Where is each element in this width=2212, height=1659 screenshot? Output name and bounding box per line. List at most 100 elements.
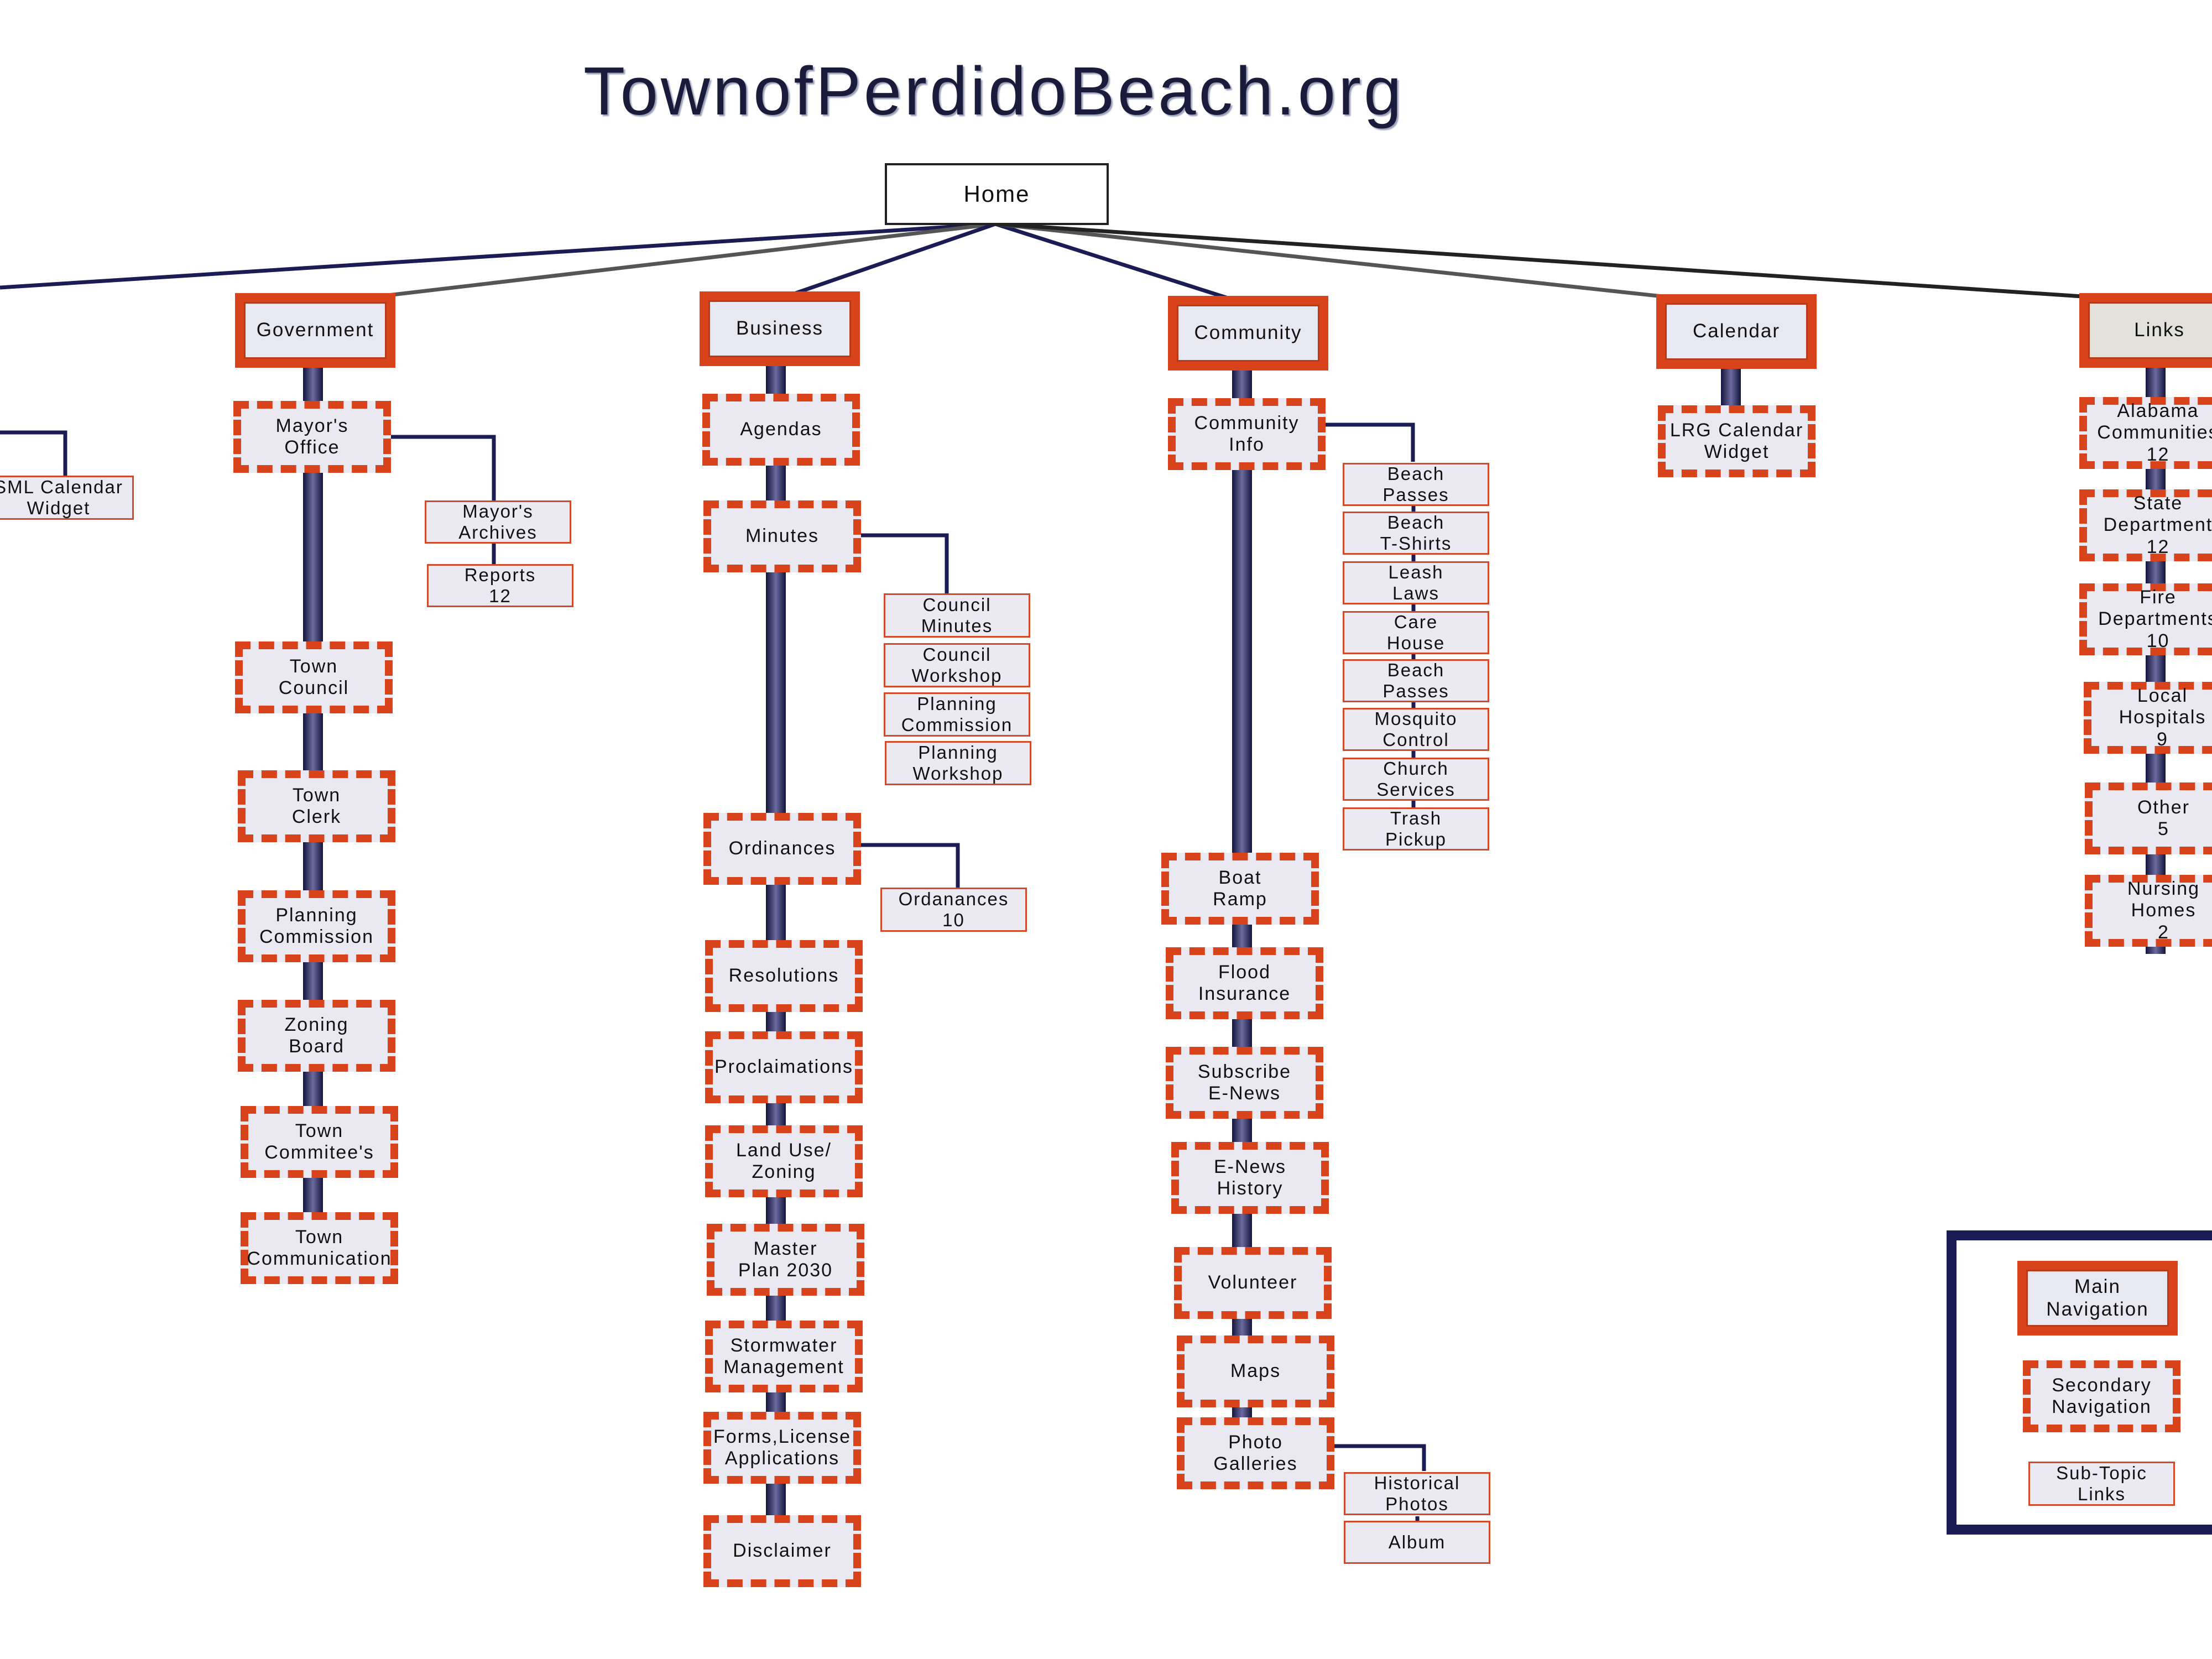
sec-enews-history[interactable]: E-News History bbox=[1171, 1142, 1329, 1214]
sec-proclaimations[interactable]: Proclaimations bbox=[705, 1031, 863, 1103]
main-nav-links[interactable]: Links bbox=[2079, 293, 2212, 368]
sub-council-minutes[interactable]: Council Minutes bbox=[884, 593, 1030, 638]
sec-boat-ramp[interactable]: Boat Ramp bbox=[1161, 853, 1319, 925]
sec-zoning-board[interactable]: Zoning Board bbox=[238, 1000, 395, 1072]
sec-lrg-calendar-widget[interactable]: LRG Calendar Widget bbox=[1658, 405, 1815, 477]
sec-mayors-office-label: Mayor's Office bbox=[275, 415, 349, 458]
sub-ordanances[interactable]: Ordanances 10 bbox=[880, 888, 1027, 932]
sec-forms-license-label: Forms,License Applications bbox=[713, 1426, 851, 1469]
sec-planning-commission[interactable]: Planning Commission bbox=[238, 890, 395, 962]
sec-other-label: Other 5 bbox=[2137, 796, 2190, 839]
sec-ordinances[interactable]: Ordinances bbox=[703, 813, 861, 885]
sec-disclaimer-label: Disclaimer bbox=[733, 1540, 832, 1562]
sub-trash-pickup-label: Trash Pickup bbox=[1385, 808, 1447, 849]
sec-fire-departments[interactable]: Fire Departments 10 bbox=[2079, 583, 2212, 655]
sub-beach-tshirts[interactable]: Beach T-Shirts bbox=[1343, 512, 1489, 555]
sub-mayors-archives[interactable]: Mayor's Archives bbox=[425, 500, 571, 544]
sec-subscribe-enews-label: Subscribe E-News bbox=[1197, 1061, 1292, 1104]
sec-resolutions[interactable]: Resolutions bbox=[705, 940, 863, 1012]
main-nav-government[interactable]: Government bbox=[235, 293, 395, 368]
sub-care-house-label: Care House bbox=[1386, 612, 1446, 653]
sec-town-council-label: Town Council bbox=[278, 655, 349, 698]
sub-council-minutes-label: Council Minutes bbox=[921, 594, 993, 636]
sec-lrg-calendar-widget-label: LRG Calendar Widget bbox=[1670, 419, 1804, 462]
sec-disclaimer[interactable]: Disclaimer bbox=[703, 1515, 861, 1587]
sub-planning-workshop[interactable]: Planning Workshop bbox=[885, 741, 1031, 785]
sec-minutes-label: Minutes bbox=[745, 525, 820, 547]
main-nav-community[interactable]: Community bbox=[1168, 296, 1328, 371]
sub-mayors-archives-label: Mayor's Archives bbox=[458, 501, 538, 542]
sec-fire-departments-label: Fire Departments 10 bbox=[2098, 587, 2212, 651]
sec-town-committees[interactable]: Town Commitee's bbox=[241, 1106, 398, 1178]
sec-stormwater-label: Stormwater Management bbox=[723, 1334, 844, 1378]
sec-town-council[interactable]: Town Council bbox=[235, 641, 393, 713]
legend-sub-topic-links: Sub-Topic Links bbox=[2028, 1462, 2175, 1506]
sec-alabama-communities-label: Alabama Communities 12 bbox=[2097, 400, 2212, 465]
main-nav-government-label: Government bbox=[256, 319, 374, 341]
sub-care-house[interactable]: Care House bbox=[1343, 611, 1489, 654]
legend-sub-topic-links-label: Sub-Topic Links bbox=[2056, 1463, 2147, 1504]
sub-album[interactable]: Album bbox=[1344, 1521, 1490, 1564]
sec-town-communication[interactable]: Town Communication bbox=[241, 1212, 398, 1284]
sub-reports-label: Reports 12 bbox=[464, 565, 536, 606]
sec-mayors-office[interactable]: Mayor's Office bbox=[233, 401, 391, 473]
sec-town-clerk[interactable]: Town Clerk bbox=[238, 770, 395, 842]
legend-main-navigation-label: Main Navigation bbox=[2046, 1276, 2149, 1320]
sec-land-use-zoning-label: Land Use/ Zoning bbox=[736, 1139, 832, 1182]
sec-maps[interactable]: Maps bbox=[1177, 1335, 1334, 1407]
sec-town-committees-label: Town Commitee's bbox=[264, 1120, 374, 1163]
sub-reports[interactable]: Reports 12 bbox=[427, 564, 573, 607]
sec-local-hospitals[interactable]: Local Hospitals 9 bbox=[2084, 682, 2212, 754]
sub-leash-laws-label: Leash Laws bbox=[1388, 562, 1444, 603]
sub-sml-calendar-widget[interactable]: SML Calendar Widget bbox=[0, 476, 134, 520]
sec-land-use-zoning[interactable]: Land Use/ Zoning bbox=[705, 1125, 863, 1197]
sec-flood-insurance[interactable]: Flood Insurance bbox=[1166, 947, 1323, 1019]
legend-secondary-navigation-label: Secondary Navigation bbox=[2052, 1374, 2152, 1417]
sec-state-department-label: State Department 12 bbox=[2103, 493, 2212, 557]
sub-beach-passes-1-label: Beach Passes bbox=[1383, 463, 1449, 505]
sub-church-services-label: Church Services bbox=[1376, 758, 1455, 800]
sec-volunteer[interactable]: Volunteer bbox=[1174, 1247, 1332, 1319]
sec-nursing-homes[interactable]: Nursing Homes 2 bbox=[2085, 875, 2212, 947]
main-nav-calendar-label: Calendar bbox=[1692, 320, 1781, 342]
sec-local-hospitals-label: Local Hospitals 9 bbox=[2119, 685, 2206, 750]
sec-town-communication-label: Town Communication bbox=[247, 1226, 392, 1269]
main-nav-calendar[interactable]: Calendar bbox=[1656, 294, 1817, 369]
sec-state-department[interactable]: State Department 12 bbox=[2079, 489, 2212, 561]
sec-photo-galleries[interactable]: Photo Galleries bbox=[1177, 1417, 1334, 1489]
sec-other[interactable]: Other 5 bbox=[2085, 782, 2212, 854]
sec-planning-commission-label: Planning Commission bbox=[259, 904, 374, 947]
home-node[interactable]: Home bbox=[885, 163, 1109, 225]
sec-master-plan[interactable]: Master Plan 2030 bbox=[707, 1224, 864, 1296]
sub-planning-commission[interactable]: Planning Commission bbox=[884, 692, 1030, 737]
legend-main-navigation: Main Navigation bbox=[2017, 1261, 2178, 1335]
sub-ordanances-label: Ordanances 10 bbox=[898, 889, 1009, 930]
sec-subscribe-enews[interactable]: Subscribe E-News bbox=[1166, 1047, 1323, 1119]
sec-community-info[interactable]: Community Info bbox=[1168, 398, 1326, 470]
sec-forms-license[interactable]: Forms,License Applications bbox=[703, 1412, 861, 1484]
sec-master-plan-label: Master Plan 2030 bbox=[738, 1238, 833, 1281]
sub-beach-passes-1[interactable]: Beach Passes bbox=[1343, 463, 1489, 506]
main-nav-business[interactable]: Business bbox=[700, 291, 860, 366]
sub-council-workshop[interactable]: Council Workshop bbox=[884, 643, 1030, 687]
legend-secondary-navigation: Secondary Navigation bbox=[2023, 1360, 2180, 1432]
home-label: Home bbox=[963, 180, 1030, 207]
sub-council-workshop-label: Council Workshop bbox=[911, 644, 1003, 686]
sub-historical-photos[interactable]: Historical Photos bbox=[1344, 1472, 1490, 1515]
sub-mosquito-control[interactable]: Mosquito Control bbox=[1343, 708, 1489, 751]
sub-leash-laws[interactable]: Leash Laws bbox=[1343, 561, 1489, 604]
sub-trash-pickup[interactable]: Trash Pickup bbox=[1343, 807, 1489, 851]
sec-agendas[interactable]: Agendas bbox=[702, 394, 860, 466]
sub-historical-photos-label: Historical Photos bbox=[1374, 1473, 1460, 1514]
sub-church-services[interactable]: Church Services bbox=[1343, 758, 1489, 801]
sec-stormwater[interactable]: Stormwater Management bbox=[705, 1321, 863, 1392]
sub-beach-passes-2[interactable]: Beach Passes bbox=[1343, 659, 1489, 702]
sec-town-clerk-label: Town Clerk bbox=[291, 784, 342, 827]
main-nav-links-label: Links bbox=[2134, 319, 2185, 341]
sec-minutes[interactable]: Minutes bbox=[703, 500, 861, 572]
sec-boat-ramp-label: Boat Ramp bbox=[1213, 867, 1267, 910]
sec-alabama-communities[interactable]: Alabama Communities 12 bbox=[2079, 397, 2212, 469]
sec-zoning-board-label: Zoning Board bbox=[284, 1014, 349, 1057]
sub-planning-workshop-label: Planning Workshop bbox=[912, 742, 1004, 784]
sec-enews-history-label: E-News History bbox=[1213, 1156, 1287, 1199]
